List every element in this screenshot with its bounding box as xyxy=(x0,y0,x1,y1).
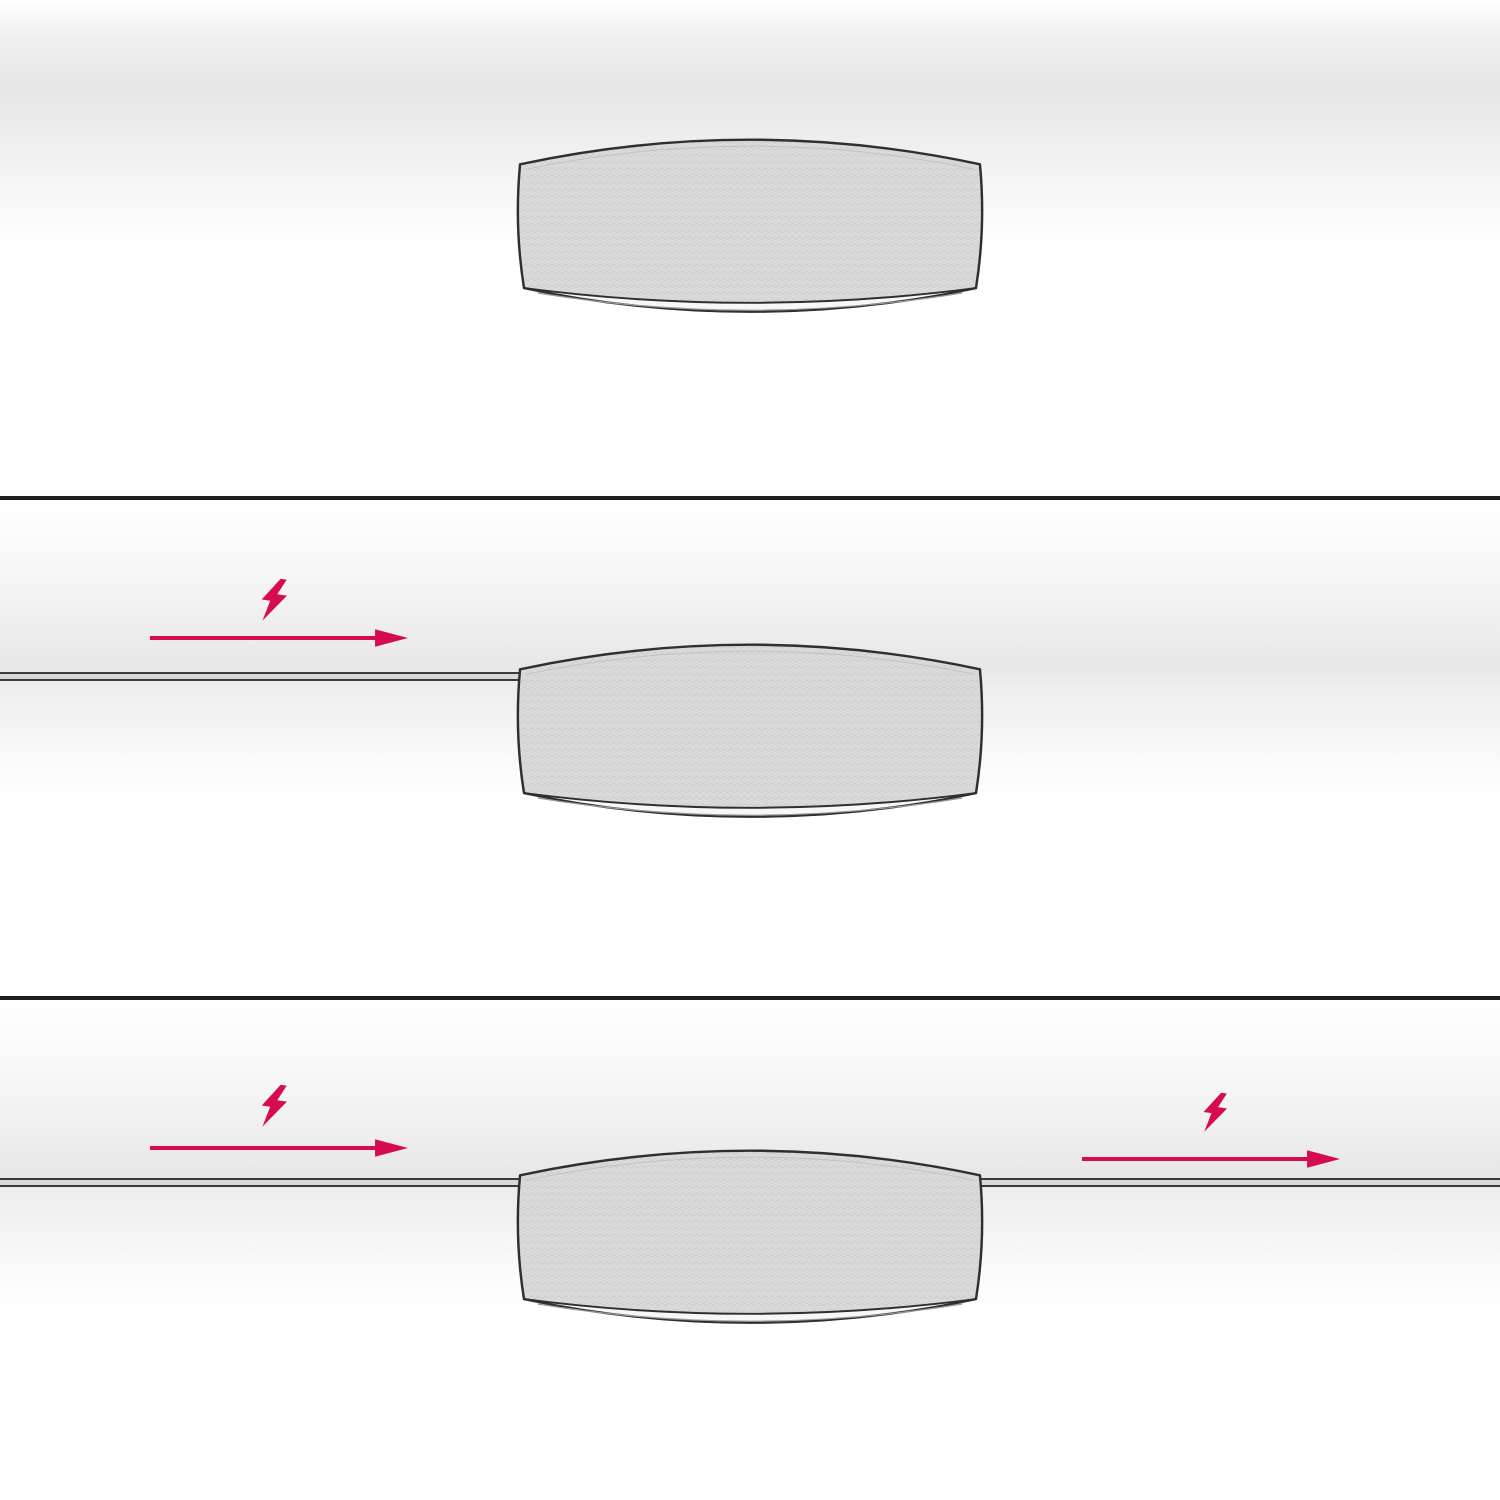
lightning-bolt-icon xyxy=(1200,1090,1230,1135)
ceiling-cable-left xyxy=(0,672,520,681)
lightning-bolt-icon xyxy=(258,1082,290,1130)
panel-cable-feed-left xyxy=(0,500,1500,996)
panel-cable-pass-through xyxy=(0,1000,1500,1500)
panel-flush-mount xyxy=(0,0,1500,496)
ceiling-cable-right xyxy=(980,1178,1500,1187)
lightning-bolt-icon xyxy=(258,576,290,624)
arrow-right-icon xyxy=(148,627,410,649)
panel-separator xyxy=(0,996,1500,1000)
arrow-right-icon xyxy=(1080,1148,1342,1170)
drum-lampshade xyxy=(516,138,984,313)
ceiling-cable-left xyxy=(0,1178,520,1187)
panel-separator xyxy=(0,496,1500,500)
arrow-right-icon xyxy=(148,1137,410,1159)
drum-lampshade xyxy=(516,1149,984,1324)
drum-lampshade xyxy=(516,643,984,818)
